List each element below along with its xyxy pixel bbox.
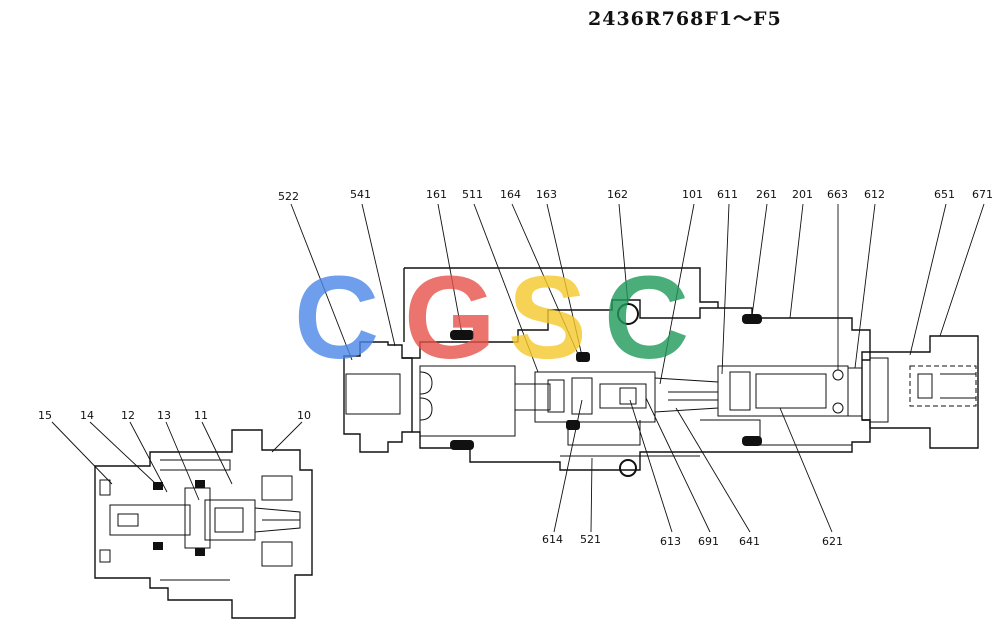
drawing-number-title: 2436R768F1～F5 xyxy=(588,8,782,30)
part-label: 522 xyxy=(278,190,299,203)
watermark-letter: C xyxy=(604,252,689,384)
part-label: 511 xyxy=(462,188,483,201)
inset-part-label: 15 xyxy=(38,409,52,422)
part-label: 201 xyxy=(792,188,813,201)
inset-valve-section xyxy=(51,421,313,619)
main-valve-section xyxy=(343,267,979,477)
part-label: 614 xyxy=(542,533,563,546)
part-label: 612 xyxy=(864,188,885,201)
inset-part-label: 11 xyxy=(194,409,208,422)
watermark-letter: C xyxy=(294,252,379,384)
leader-lines xyxy=(290,203,985,533)
watermark-letter: S xyxy=(508,252,587,384)
part-label: 521 xyxy=(580,533,601,546)
part-label: 663 xyxy=(827,188,848,201)
watermark-letter: G xyxy=(404,252,496,384)
part-label: 611 xyxy=(717,188,738,201)
part-label: 613 xyxy=(660,535,681,548)
part-label: 261 xyxy=(756,188,777,201)
inset-part-label: 10 xyxy=(297,409,311,422)
part-label: 621 xyxy=(822,535,843,548)
part-label: 101 xyxy=(682,188,703,201)
part-label: 164 xyxy=(500,188,521,201)
part-label: 651 xyxy=(934,188,955,201)
part-label: 162 xyxy=(607,188,628,201)
part-label: 541 xyxy=(350,188,371,201)
inset-part-label: 13 xyxy=(157,409,171,422)
part-label: 671 xyxy=(972,188,993,201)
part-label: 641 xyxy=(739,535,760,548)
part-label: 161 xyxy=(426,188,447,201)
part-label: 691 xyxy=(698,535,719,548)
cgsc-watermark: C G S C xyxy=(294,252,689,384)
part-labels: 522 541 161 511 164 163 162 101 611 261 … xyxy=(38,188,993,548)
inset-part-label: 14 xyxy=(80,409,94,422)
inset-part-label: 12 xyxy=(121,409,135,422)
part-label: 163 xyxy=(536,188,557,201)
